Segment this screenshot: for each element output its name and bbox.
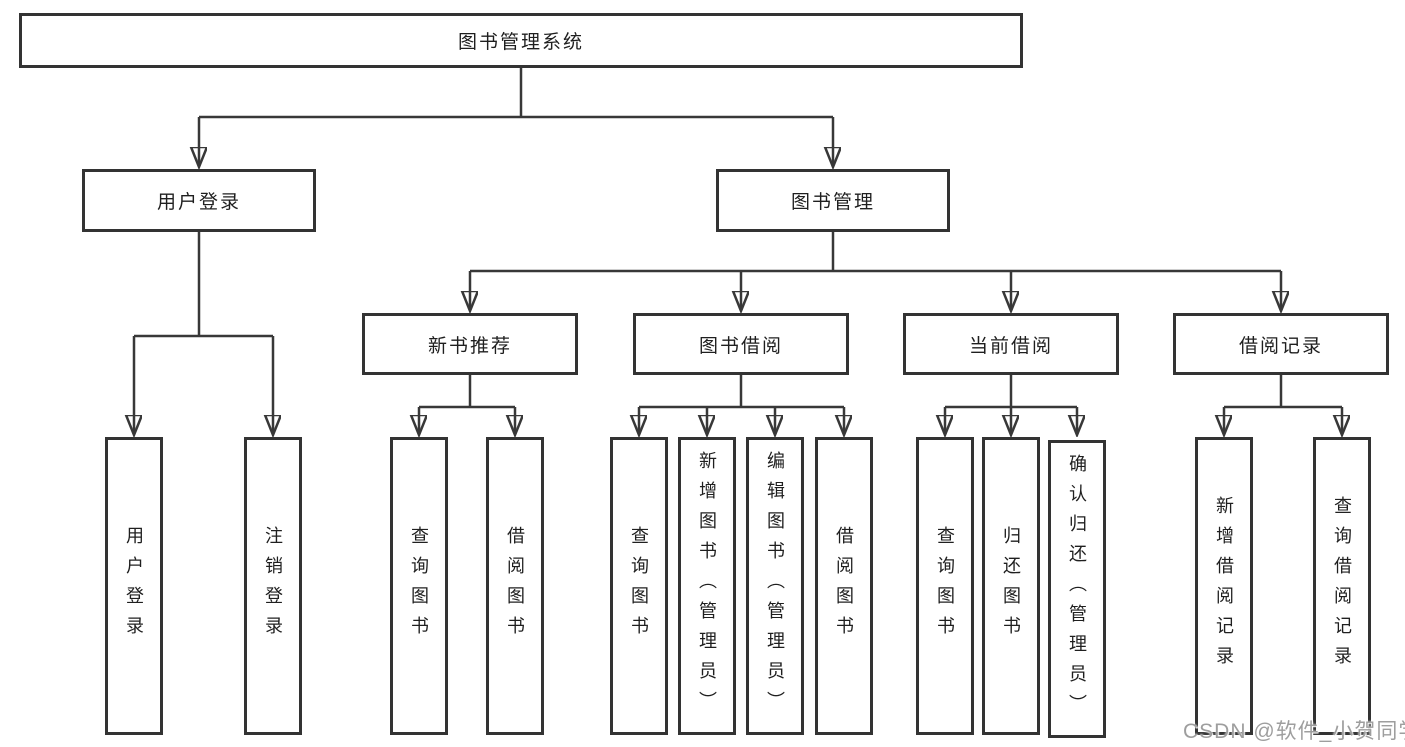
- node-label: 用户登录: [156, 192, 241, 213]
- node-label: 借阅图书: [505, 526, 525, 646]
- leaf-confirm-return-admin: 确认归还（管理员）: [1048, 440, 1106, 738]
- node-label: 用户登录: [124, 526, 144, 646]
- node-label: 确认归还（管理员）: [1067, 454, 1087, 724]
- node-label: 注销登录: [263, 526, 283, 646]
- node-label: 借阅记录: [1238, 335, 1323, 357]
- node-label: 新书推荐: [427, 335, 512, 357]
- leaf-query-borrow-record: 查询借阅记录: [1313, 437, 1371, 735]
- leaf-add-book-admin: 新增图书（管理员）: [678, 437, 736, 735]
- leaf-borrow-books: 借阅图书: [815, 437, 873, 735]
- leaf-borrow-books-recommend: 借阅图书: [486, 437, 544, 735]
- node-current-borrowing: 当前借阅: [903, 313, 1119, 375]
- node-label: 查询图书: [409, 526, 429, 646]
- node-label: 借阅图书: [834, 526, 854, 646]
- csdn-watermark: CSDN @软件_小贺同学: [1183, 720, 1405, 743]
- node-borrowing-records: 借阅记录: [1173, 313, 1389, 375]
- node-user-login: 用户登录: [82, 169, 316, 232]
- leaf-return-books: 归还图书: [982, 437, 1040, 735]
- leaf-edit-book-admin: 编辑图书（管理员）: [746, 437, 804, 735]
- node-label: 查询图书: [935, 526, 955, 646]
- leaf-query-books-recommend: 查询图书: [390, 437, 448, 735]
- leaf-user-login: 用户登录: [105, 437, 163, 735]
- node-label: 新增借阅记录: [1214, 496, 1234, 676]
- node-label: 查询借阅记录: [1332, 496, 1352, 676]
- node-label: 新增图书（管理员）: [697, 451, 717, 721]
- node-book-borrowing: 图书借阅: [633, 313, 849, 375]
- node-label: 图书管理系统: [457, 32, 584, 53]
- node-label: 查询图书: [629, 526, 649, 646]
- leaf-add-borrow-record: 新增借阅记录: [1195, 437, 1253, 735]
- node-book-management: 图书管理: [716, 169, 950, 232]
- leaf-query-books-borrow: 查询图书: [610, 437, 668, 735]
- node-label: 当前借阅: [968, 335, 1053, 357]
- leaf-query-books-current: 查询图书: [916, 437, 974, 735]
- node-label: 图书管理: [790, 192, 875, 213]
- node-label: 归还图书: [1001, 526, 1021, 646]
- leaf-logout: 注销登录: [244, 437, 302, 735]
- node-new-book-recommendation: 新书推荐: [362, 313, 578, 375]
- node-library-management-system: 图书管理系统: [19, 13, 1023, 68]
- node-label: 编辑图书（管理员）: [765, 451, 785, 721]
- node-label: 图书借阅: [698, 335, 783, 357]
